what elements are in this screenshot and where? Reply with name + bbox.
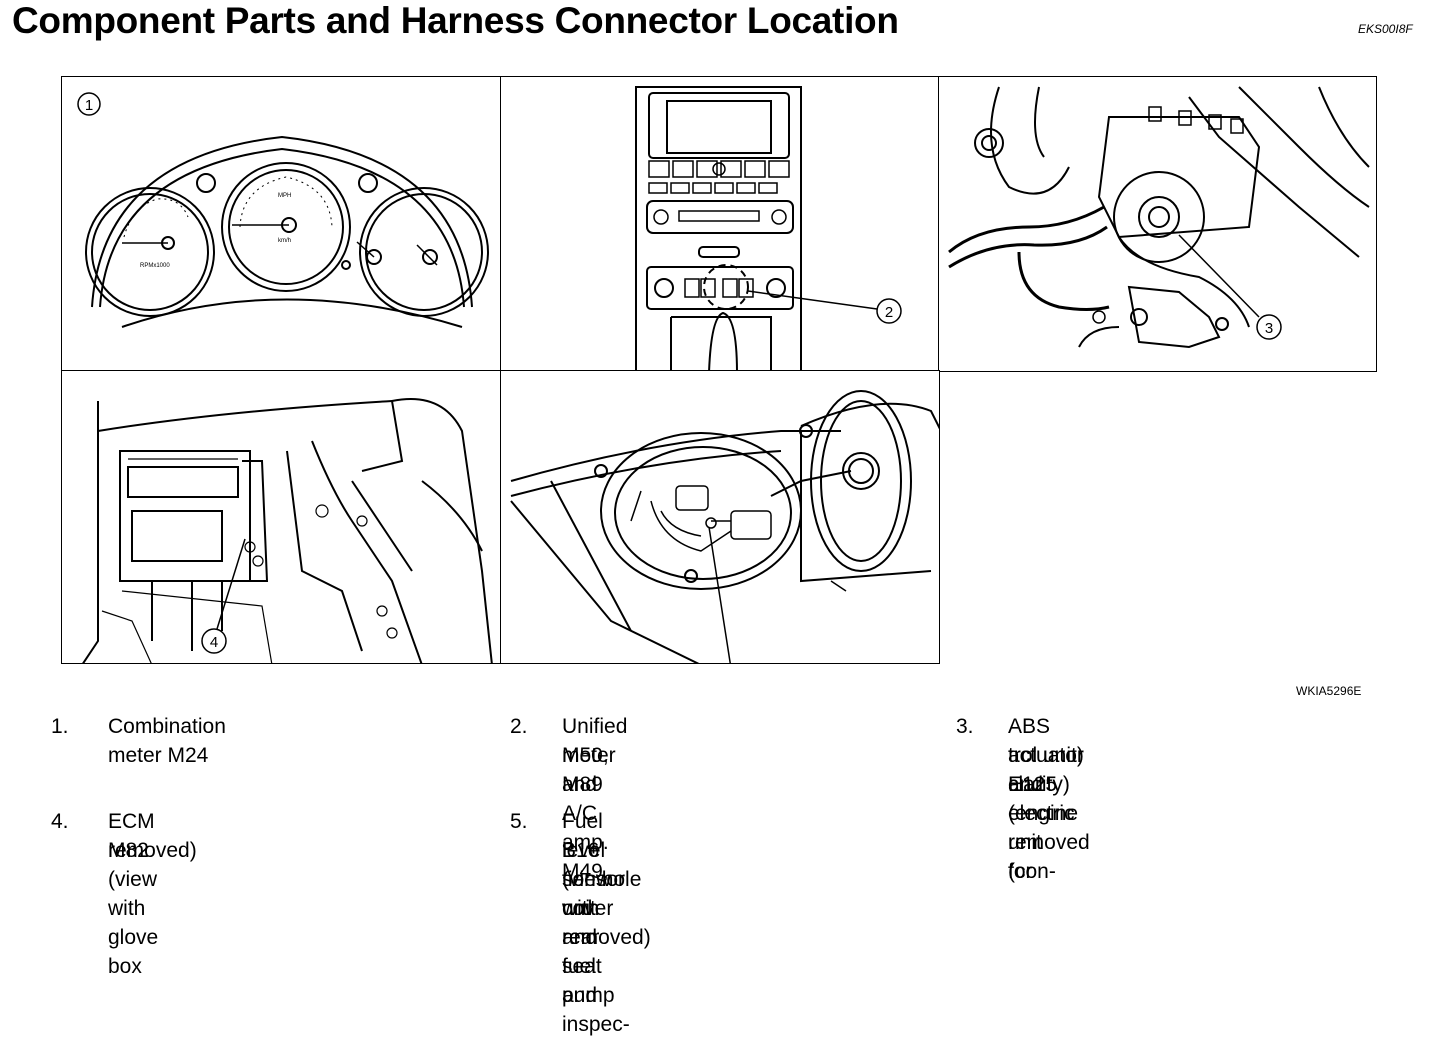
panel-ecm: 4 bbox=[61, 370, 502, 664]
legend-text: removed) bbox=[108, 839, 197, 862]
panel-fuel-sensor: 5 bbox=[500, 370, 940, 664]
speedo-top-label: MPH bbox=[278, 193, 291, 199]
doc-code: EKS00I8F bbox=[1358, 22, 1413, 36]
callout-circle-2 bbox=[876, 298, 902, 324]
legend-number: 2. bbox=[510, 715, 528, 738]
speedo-bottom-label: km/h bbox=[278, 238, 291, 244]
legend-number: 1. bbox=[51, 715, 69, 738]
ecm-drawing: 4 bbox=[82, 398, 493, 663]
tacho-unit-label: RPMx1000 bbox=[140, 263, 170, 269]
callout-circle-4 bbox=[201, 628, 227, 654]
legend-text: Combination meter M24 bbox=[108, 715, 226, 767]
legend-text: M50, M89 bbox=[562, 744, 609, 796]
panel-center-console: 2 bbox=[500, 76, 940, 372]
legend-text: trol unit) E125 (engine removed for bbox=[1008, 744, 1090, 883]
callout-4: 4 bbox=[210, 634, 218, 651]
legend-text: ABS actuator and electric unit (con- bbox=[1008, 715, 1084, 883]
combination-meter-drawing: RPMx1000 MPH km/h 1 bbox=[77, 92, 489, 328]
legend-text: ECM M82 (view with glove box bbox=[108, 810, 159, 978]
legend-text: tion hole cover removed) bbox=[562, 868, 651, 949]
legend-text: Unified meter and A/C amp. M49, bbox=[562, 715, 628, 883]
legend-text: clarity) bbox=[1008, 773, 1070, 796]
fuel-sensor-drawing: 5 bbox=[510, 390, 939, 663]
legend-number: 3. bbox=[956, 715, 974, 738]
abs-actuator-drawing: 3 bbox=[948, 86, 1370, 349]
callout-circle-1 bbox=[77, 92, 101, 116]
callout-2: 2 bbox=[885, 304, 893, 321]
figure-code: WKIA5296E bbox=[1296, 684, 1362, 698]
center-console-drawing: 2 bbox=[635, 86, 902, 371]
legend-number: 5. bbox=[510, 810, 528, 833]
panel-combination-meter: RPMx1000 MPH km/h 1 bbox=[61, 76, 502, 372]
page-title: Component Parts and Harness Connector Lo… bbox=[12, 0, 899, 41]
legend-number: 4. bbox=[51, 810, 69, 833]
figure-grid: RPMx1000 MPH km/h 1 bbox=[61, 76, 1377, 664]
callout-1: 1 bbox=[85, 97, 93, 114]
callout-3: 3 bbox=[1265, 320, 1273, 337]
panel-abs-actuator: 3 bbox=[938, 76, 1377, 372]
callout-circle-3 bbox=[1256, 314, 1282, 340]
